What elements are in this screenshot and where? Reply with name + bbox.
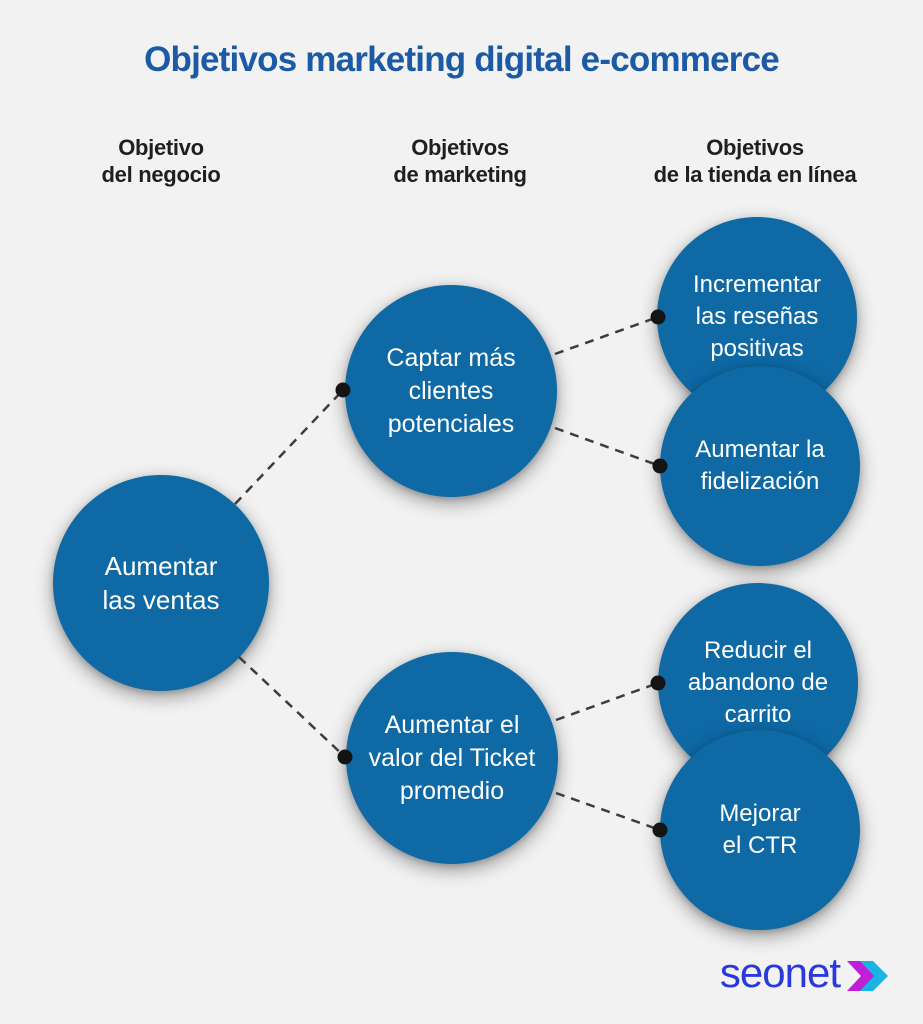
seonet-logo: seonet [719,949,893,996]
node-captar-mas-clientes: Captar más clientes potenciales [345,285,557,497]
node-label: Aumentar el valor del Ticket promedio [368,710,536,805]
node-label: Captar más clientes potenciales [386,343,516,438]
page-title: Objetivos marketing digital e-commerce [144,40,780,79]
connector-line [555,681,659,722]
node-label: Reducir el abandono de carrito [687,637,829,728]
connector-dot [650,309,666,325]
node-aumentar-ticket-promedio: Aumentar el valor del Ticket promedio [346,652,558,864]
node-label: Mejorar el CTR [719,800,801,859]
connector-dot [652,458,668,474]
column-header-business: Objetivo del negocio [101,135,221,187]
column-header-marketing: Objetivos de marketing [393,135,527,187]
node-label: Aumentar las ventas [102,550,220,615]
connector-dot [335,382,351,398]
node-aumentar-las-ventas: Aumentar las ventas [53,475,269,691]
connector-dot [650,675,666,691]
node-label: Aumentar la fidelización [695,436,825,495]
connector-dot [652,822,668,838]
connector-line [554,426,661,468]
column-header-store: Objetivos de la tienda en línea [653,135,857,187]
chevron-magenta-icon [847,961,875,992]
connector-line [555,791,661,832]
connector-line [234,389,344,505]
node-label: Incrementar las reseñas positivas [692,271,822,362]
connector-line [554,315,659,356]
node-aumentar-fidelizacion: Aumentar la fidelización [660,366,860,566]
node-mejorar-ctr: Mejorar el CTR [660,730,860,930]
seonet-logo-text: seonet [719,949,841,996]
connector-line [238,656,346,758]
double-chevron-icon [847,961,888,992]
chevron-cyan-icon [860,961,888,992]
connector-dot [337,749,353,765]
